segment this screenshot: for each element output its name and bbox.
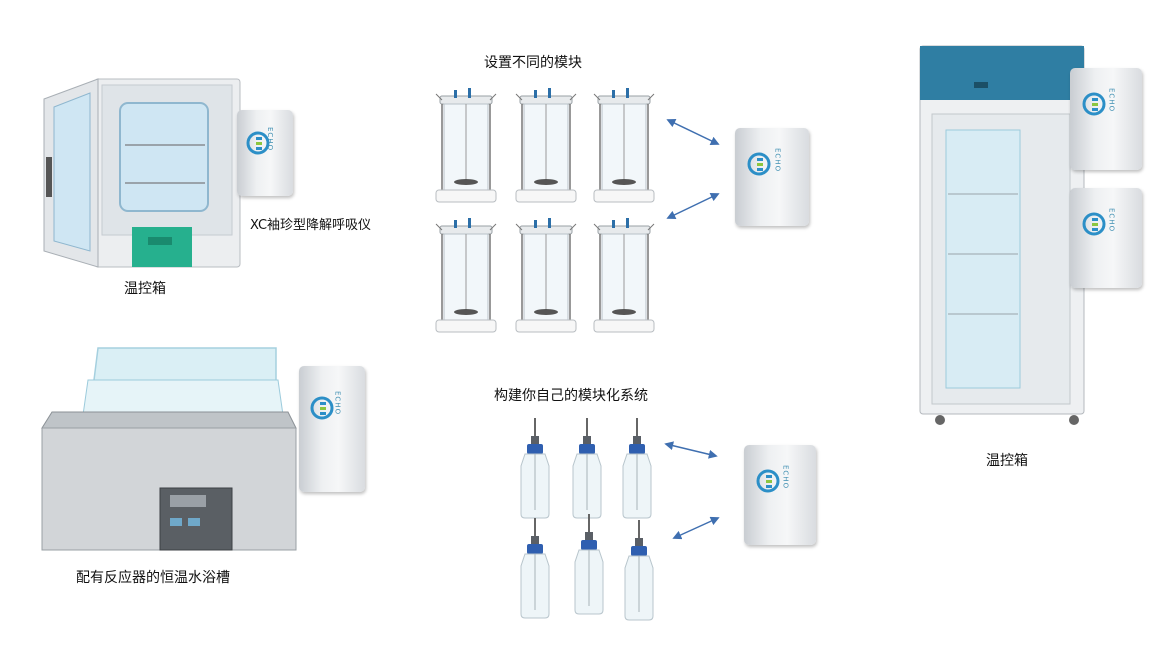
water-bath-illustration bbox=[41, 347, 297, 551]
connection-arrows-bottom bbox=[664, 441, 720, 540]
echo-module-fridge-top: ECHO bbox=[1070, 68, 1142, 170]
reactor-columns-illustration bbox=[435, 87, 655, 333]
echo-logo-icon bbox=[747, 152, 771, 176]
echo-logo-icon bbox=[756, 469, 780, 493]
echo-module-center-top: ECHO bbox=[735, 128, 809, 226]
large-incubator bbox=[918, 44, 1088, 434]
echo-brand-text: ECHO bbox=[333, 391, 342, 416]
small-incubator-illustration bbox=[43, 78, 241, 268]
connection-arrows-top bbox=[666, 119, 720, 219]
small-incubator bbox=[40, 75, 245, 270]
label-water-bath: 配有反应器的恒温水浴槽 bbox=[76, 570, 230, 586]
label-modules-top: 设置不同的模块 bbox=[484, 55, 582, 71]
arrow-to-module bbox=[664, 441, 718, 459]
water-bath bbox=[38, 340, 300, 555]
echo-module-incubator: ECHO bbox=[237, 110, 293, 196]
label-xc-device: XC袖珍型降解呼吸仪 bbox=[250, 218, 372, 233]
echo-logo-icon bbox=[310, 396, 334, 420]
echo-logo-icon bbox=[1082, 212, 1106, 236]
label-incubator-small: 温控箱 bbox=[124, 281, 166, 297]
echo-logo-icon bbox=[246, 131, 270, 155]
echo-brand-text: ECHO bbox=[266, 127, 275, 152]
arrow-to-module bbox=[672, 516, 720, 540]
echo-module-fridge-bottom: ECHO bbox=[1070, 188, 1142, 288]
arrow-to-module bbox=[666, 119, 720, 145]
bottles-illustration bbox=[520, 417, 654, 621]
reactor-column-grid bbox=[430, 85, 670, 340]
bottle-grid bbox=[515, 410, 665, 625]
label-modules-bottom: 构建你自己的模块化系统 bbox=[494, 388, 648, 404]
arrow-to-module bbox=[666, 193, 720, 219]
echo-brand-text: ECHO bbox=[773, 147, 782, 172]
echo-brand-text: ECHO bbox=[1107, 208, 1116, 233]
echo-brand-text: ECHO bbox=[1107, 88, 1116, 113]
echo-brand-text: ECHO bbox=[781, 465, 790, 490]
large-incubator-illustration bbox=[919, 45, 1085, 425]
echo-module-center-bottom: ECHO bbox=[744, 445, 816, 545]
echo-logo-icon bbox=[1082, 92, 1106, 116]
echo-module-water-bath: ECHO bbox=[299, 366, 365, 492]
label-incubator-large: 温控箱 bbox=[986, 453, 1028, 469]
